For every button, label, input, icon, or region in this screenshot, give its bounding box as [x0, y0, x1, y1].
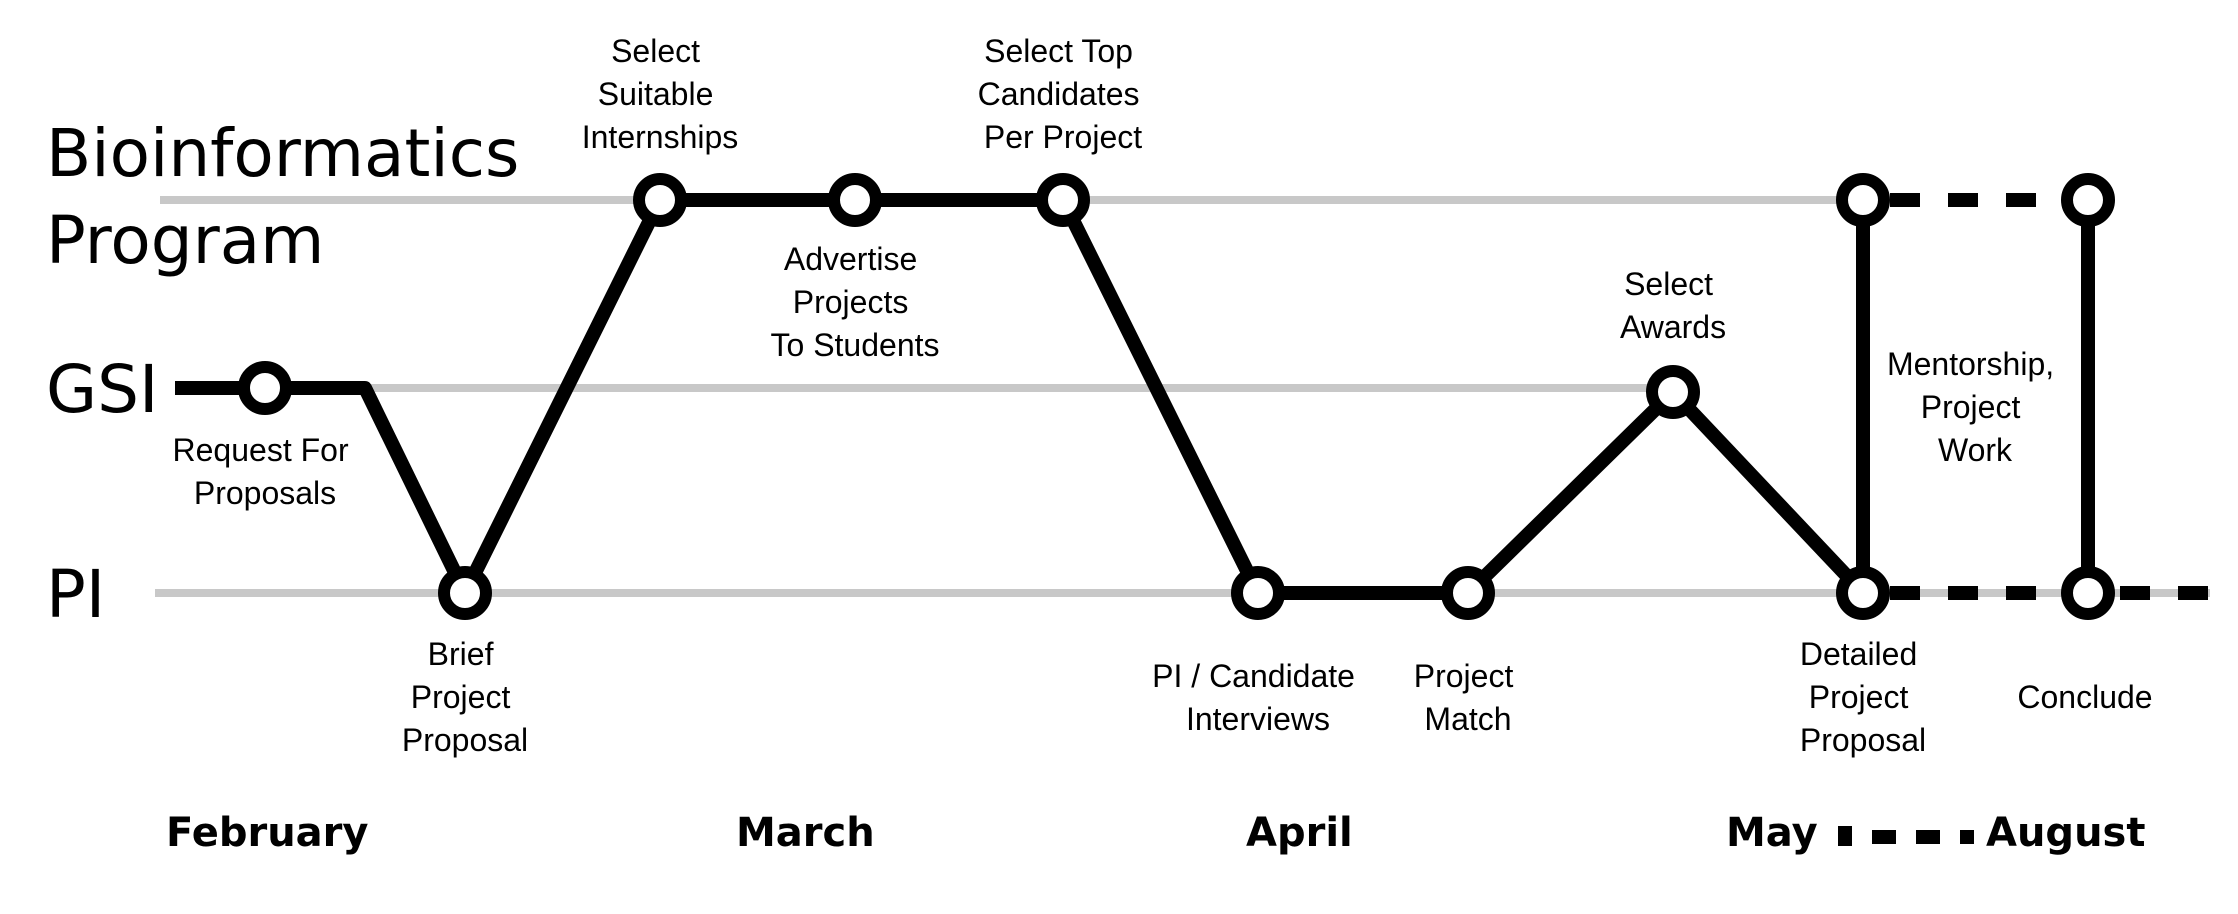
node-detailed-project-proposal: [1836, 566, 1890, 620]
label-select-suitable-internships: Select Suitable Internships: [582, 33, 739, 155]
node-advertise-projects: [828, 173, 882, 227]
label-request-for-proposals: Request For Proposals: [173, 432, 358, 511]
lane-label-program: Program: [46, 202, 324, 279]
month-march: March: [736, 810, 875, 856]
label-pi-candidate-interviews: PI / Candidate Interviews: [1152, 658, 1364, 737]
node-select-awards: [1646, 365, 1700, 419]
month-range-dashes: [1838, 826, 1974, 846]
label-advertise-projects: Advertise Projects To Students: [771, 241, 940, 363]
month-april: April: [1246, 810, 1353, 856]
process-path: [175, 193, 1869, 600]
node-project-match: [1441, 566, 1495, 620]
label-detailed-project-proposal: Detailed Project Proposal: [1800, 636, 1926, 758]
node-august-top: [2061, 173, 2115, 227]
label-brief-project-proposal: Brief Project Proposal: [402, 636, 528, 758]
node-select-suitable-internships: [633, 173, 687, 227]
month-august: August: [1986, 810, 2145, 856]
node-request-for-proposals: [238, 361, 292, 415]
label-select-awards: Select Awards: [1620, 266, 1726, 345]
month-range-dash: [1872, 830, 1896, 844]
node-pi-candidate-interviews: [1231, 566, 1285, 620]
label-project-match: Project Match: [1414, 658, 1522, 737]
lane-label-pi: PI: [46, 556, 105, 633]
label-mentorship-project-work: Mentorship, Project Work: [1887, 346, 2063, 468]
month-range-dash: [1916, 830, 1940, 844]
node-select-top-candidates: [1036, 173, 1090, 227]
month-range-dash: [1960, 830, 1974, 844]
month-range-dash: [1838, 826, 1852, 846]
node-conclude: [2061, 566, 2115, 620]
label-conclude: Conclude: [2017, 679, 2152, 715]
month-may: May: [1726, 810, 1818, 856]
node-brief-project-proposal: [438, 566, 492, 620]
month-february: February: [166, 810, 368, 856]
lane-label-gsi: GSI: [46, 351, 159, 428]
label-select-top-candidates: Select Top Candidates Per Project: [978, 33, 1149, 155]
node-may-top: [1836, 173, 1890, 227]
lane-label-bioinformatics: Bioinformatics: [46, 115, 519, 192]
